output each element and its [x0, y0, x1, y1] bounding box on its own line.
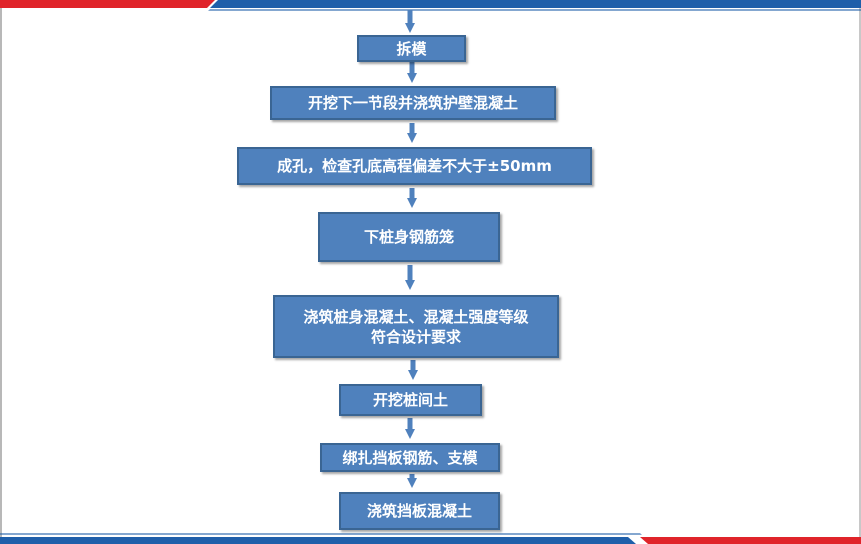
- step-4-label: 下桩身钢筋笼: [363, 228, 454, 246]
- step-2-label: 开挖下一节段并浇筑护壁混凝土: [307, 94, 518, 112]
- step-7-label: 绑扎挡板钢筋、支模: [342, 448, 478, 467]
- flow-arrows: [405, 10, 418, 488]
- step-4-lower-rebar-cage: 下桩身钢筋笼: [318, 212, 500, 262]
- step-5-label-line2: 符合设计要求: [370, 327, 461, 346]
- step-3-hole-forming-check: 成孔，检查孔底高程偏差不大于±50mm: [237, 147, 592, 185]
- step-1-remove-formwork: 拆模: [357, 35, 466, 62]
- top-band: [0, 0, 861, 11]
- step-7-tie-rebar-and-formwork: 绑扎挡板钢筋、支模: [320, 443, 500, 472]
- step-5-label-line1: 浇筑桩身混凝土、混凝土强度等级: [303, 307, 529, 326]
- step-8-label: 浇筑挡板混凝土: [366, 502, 472, 520]
- bottom-band: [0, 533, 861, 544]
- step-5-cast-pile-concrete: 浇筑桩身混凝土、混凝土强度等级 符合设计要求: [273, 295, 559, 358]
- step-8-cast-baffle-concrete: 浇筑挡板混凝土: [339, 492, 500, 530]
- step-2-excavate-and-cast-retaining-wall: 开挖下一节段并浇筑护壁混凝土: [270, 86, 556, 120]
- step-6-excavate-soil-between-piles: 开挖桩间土: [339, 384, 482, 416]
- step-6-label: 开挖桩间土: [372, 391, 448, 409]
- right-frame-line: [859, 0, 861, 544]
- left-frame-line: [0, 0, 2, 544]
- step-1-label: 拆模: [396, 39, 427, 58]
- step-3-label: 成孔，检查孔底高程偏差不大于±50mm: [277, 157, 552, 175]
